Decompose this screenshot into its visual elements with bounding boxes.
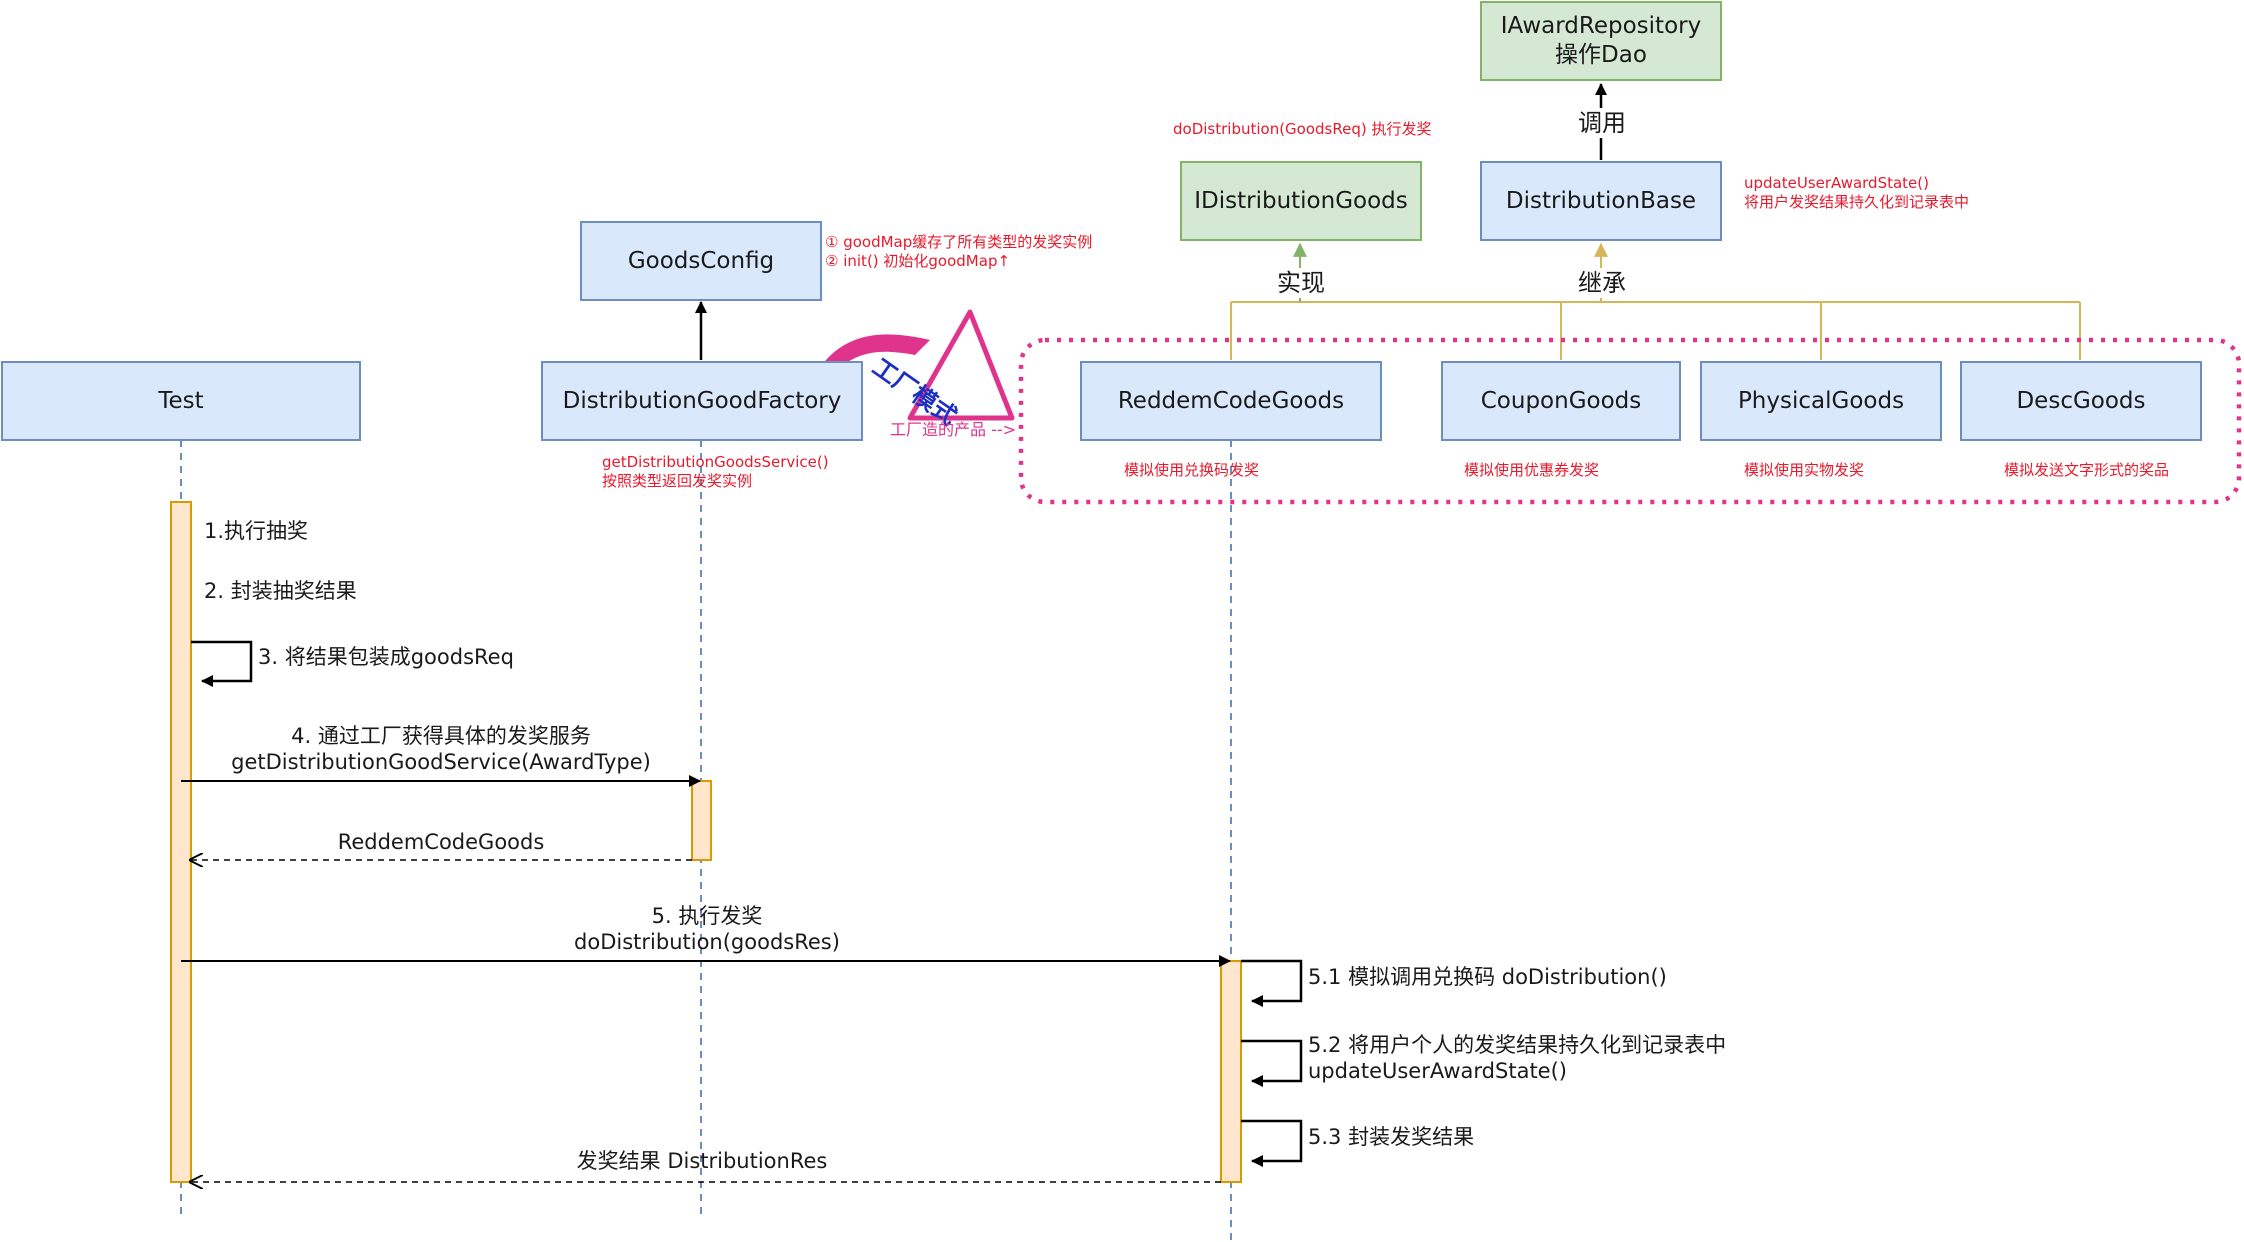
physical-desc-note: 模拟使用实物发奖 — [1744, 461, 1865, 479]
do-distribution-note: doDistribution(GoodsReq) 执行发奖 — [1173, 120, 1432, 138]
self-message-5-3 — [1241, 1119, 1303, 1167]
participant-reddem[interactable]: ReddemCodeGoods — [1080, 361, 1382, 441]
reddem-desc-note: 模拟使用兑换码发奖 — [1124, 461, 1260, 479]
message-1-label: 1.执行抽奖 — [204, 519, 309, 543]
factory-pattern-triangle — [907, 309, 1015, 421]
activation-reddem — [1220, 960, 1242, 1183]
idistribution-goods-box[interactable]: IDistributionGoods — [1180, 161, 1422, 241]
physical-goods-box[interactable]: PhysicalGoods — [1700, 361, 1942, 441]
message-4-label: 4. 通过工厂获得具体的发奖服务 getDistributionGoodServ… — [231, 724, 651, 775]
factory-method-note: getDistributionGoodsService() 按照类型返回发奖实例 — [602, 453, 829, 490]
message-5-1-label: 5.1 模拟调用兑换码 doDistribution() — [1308, 965, 1667, 989]
award-repository-box[interactable]: IAwardRepository 操作Dao — [1480, 1, 1722, 81]
activation-factory — [691, 780, 712, 861]
return-5-label: 发奖结果 DistributionRes — [576, 1149, 828, 1173]
goods-map-note: ① goodMap缓存了所有类型的发奖实例 ② init() 初始化goodMa… — [825, 233, 1093, 270]
message-5-3-label: 5.3 封装发奖结果 — [1308, 1125, 1475, 1149]
activation-test — [170, 501, 192, 1183]
self-message-3 — [191, 640, 253, 687]
update-state-note: updateUserAwardState() 将用户发奖结果持久化到记录表中 — [1744, 174, 1970, 211]
coupon-desc-note: 模拟使用优惠券发奖 — [1464, 461, 1600, 479]
desc-desc-note: 模拟发送文字形式的奖品 — [2004, 461, 2170, 479]
message-5-label: 5. 执行发奖 doDistribution(goodsRes) — [574, 904, 840, 955]
coupon-goods-box[interactable]: CouponGoods — [1441, 361, 1681, 441]
return-4-label: ReddemCodeGoods — [337, 830, 545, 854]
message-3-label: 3. 将结果包装成goodsReq — [258, 645, 514, 669]
message-2-label: 2. 封装抽奖结果 — [204, 579, 357, 603]
implement-label: 实现 — [1277, 268, 1325, 298]
factory-pattern-swoosh — [822, 334, 930, 372]
call-label: 调用 — [1578, 108, 1626, 138]
factory-product-label: 工厂造的产品 --> — [890, 420, 1017, 439]
participant-factory[interactable]: DistributionGoodFactory — [541, 361, 863, 441]
self-message-5-2 — [1241, 1039, 1303, 1087]
distribution-base-box[interactable]: DistributionBase — [1480, 161, 1722, 241]
message-5-2-label: 5.2 将用户个人的发奖结果持久化到记录表中 updateUserAwardSt… — [1308, 1033, 1727, 1084]
desc-goods-box[interactable]: DescGoods — [1960, 361, 2202, 441]
participant-test[interactable]: Test — [1, 361, 361, 441]
self-message-5-1 — [1241, 959, 1303, 1007]
goods-config-box[interactable]: GoodsConfig — [580, 221, 822, 301]
inherit-label: 继承 — [1578, 268, 1626, 298]
implementation-lines — [1230, 242, 2081, 360]
